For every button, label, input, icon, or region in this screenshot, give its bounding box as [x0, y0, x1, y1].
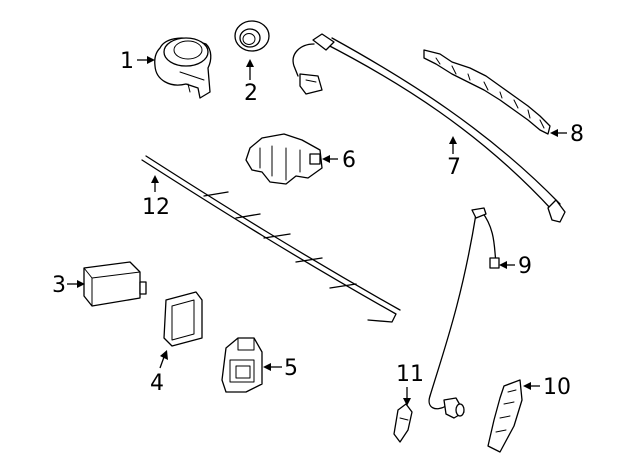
callout-label-5: 5: [284, 356, 298, 381]
callout-label-7: 7: [447, 155, 461, 180]
callout-label-10: 10: [543, 375, 571, 400]
callout-label-8: 8: [570, 122, 584, 147]
wiring-strip-part: [423, 49, 551, 135]
sensor-lead-part: [428, 207, 500, 419]
callout-9: 9: [499, 254, 532, 279]
callout-7: 7: [447, 136, 461, 180]
callout-label-9: 9: [518, 254, 532, 279]
small-clip-part: [393, 403, 413, 443]
mounting-bracket-part: [221, 337, 263, 393]
callout-5: 5: [263, 356, 298, 381]
callout-label-6: 6: [342, 148, 356, 173]
callout-10: 10: [523, 375, 571, 400]
connector-bracket-part: [245, 133, 323, 185]
callout-label-11: 11: [396, 362, 424, 387]
callout-label-3: 3: [52, 273, 66, 298]
callout-label-12: 12: [142, 195, 170, 220]
harness-rod-part: [292, 33, 566, 223]
callout-12: 12: [142, 175, 170, 220]
callout-1: 1: [120, 49, 155, 74]
callout-label-2: 2: [244, 81, 258, 106]
callout-6: 6: [322, 148, 356, 173]
sensor-bezel-part: [163, 291, 203, 347]
callout-11: 11: [396, 362, 424, 406]
callout-3: 3: [52, 273, 85, 298]
bumper-harness-part: [141, 155, 401, 323]
parking-sensor-part: [154, 37, 212, 99]
callout-8: 8: [550, 122, 584, 147]
callout-label-4: 4: [150, 371, 164, 396]
callout-4: 4: [150, 350, 168, 396]
callout-label-1: 1: [120, 49, 134, 74]
control-module-part: [83, 261, 147, 307]
sensor-grommet-part: [234, 20, 270, 52]
side-bracket-part: [487, 379, 523, 453]
callout-2: 2: [244, 59, 258, 106]
